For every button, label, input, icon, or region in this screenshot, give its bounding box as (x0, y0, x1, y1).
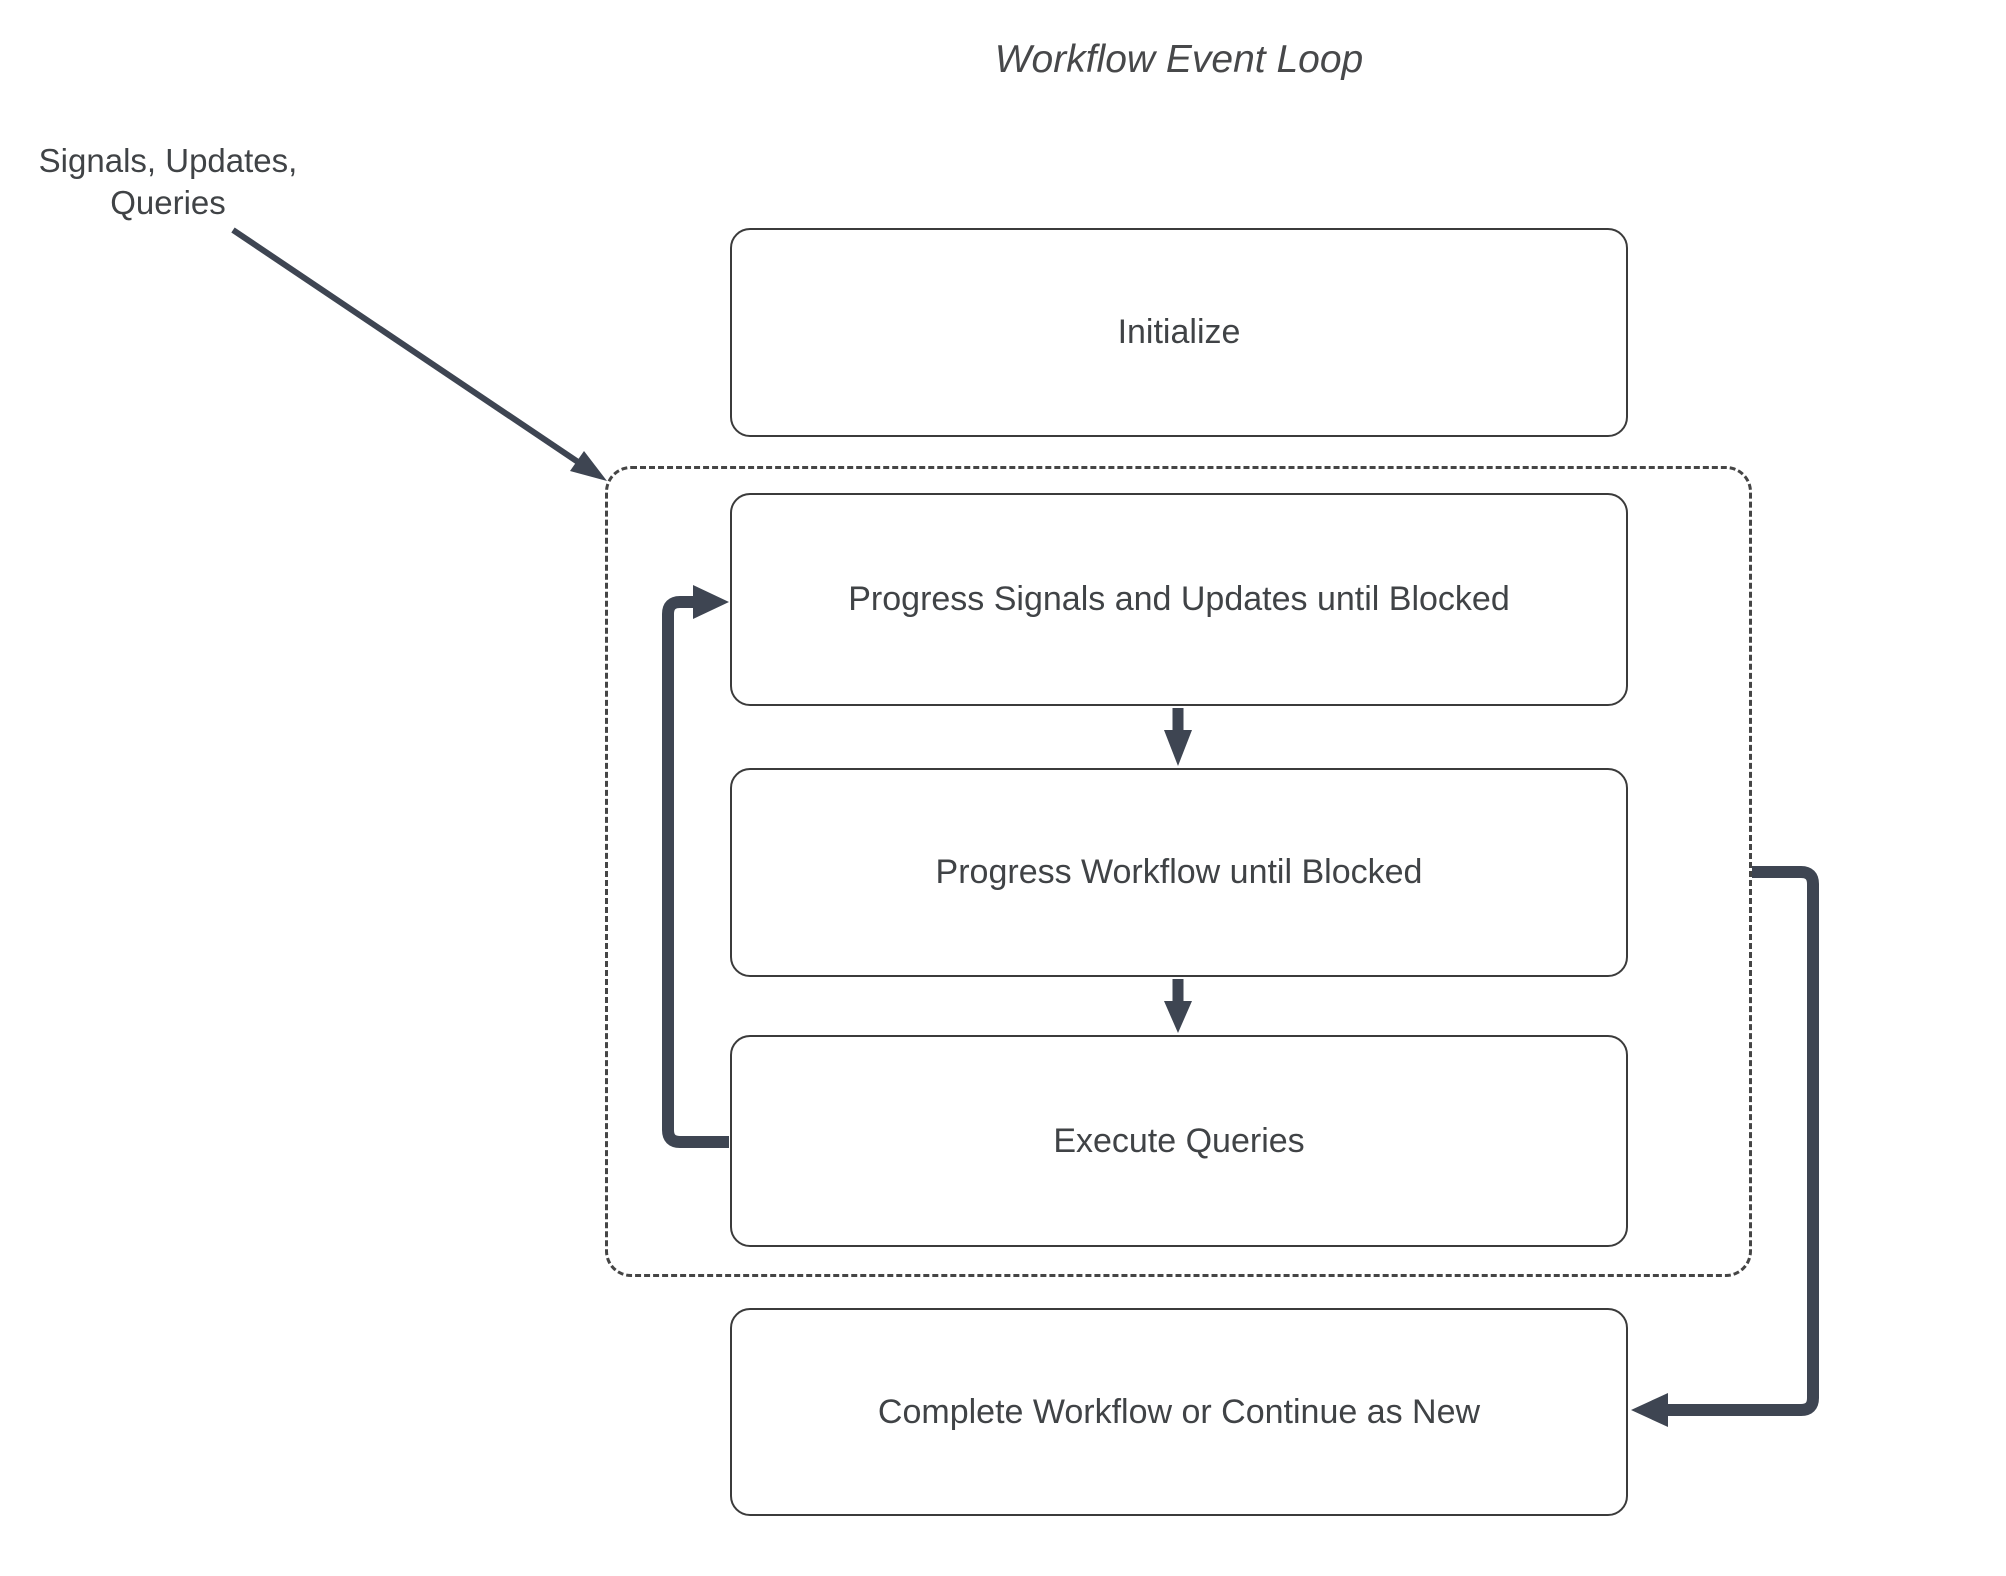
node-progress-workflow: Progress Workflow until Blocked (730, 768, 1628, 977)
node-complete-workflow-label: Complete Workflow or Continue as New (877, 1392, 1481, 1431)
node-complete-workflow: Complete Workflow or Continue as New (730, 1308, 1628, 1516)
external-input-arrow (231, 227, 607, 481)
node-progress-signals-label: Progress Signals and Updates until Block… (848, 580, 1510, 618)
node-progress-signals-and-updates: Progress Signals and Updates until Block… (730, 493, 1628, 706)
node-execute-queries-label: Execute Queries (1053, 1121, 1305, 1160)
node-initialize-label: Initialize (1117, 313, 1241, 351)
signals-updates-queries-label: Signals, Updates, Queries (38, 142, 298, 221)
node-initialize: Initialize (730, 228, 1628, 437)
diagram-title: Workflow Event Loop (994, 38, 1364, 81)
node-execute-queries: Execute Queries (730, 1035, 1628, 1247)
node-progress-workflow-label: Progress Workflow until Blocked (935, 853, 1423, 891)
